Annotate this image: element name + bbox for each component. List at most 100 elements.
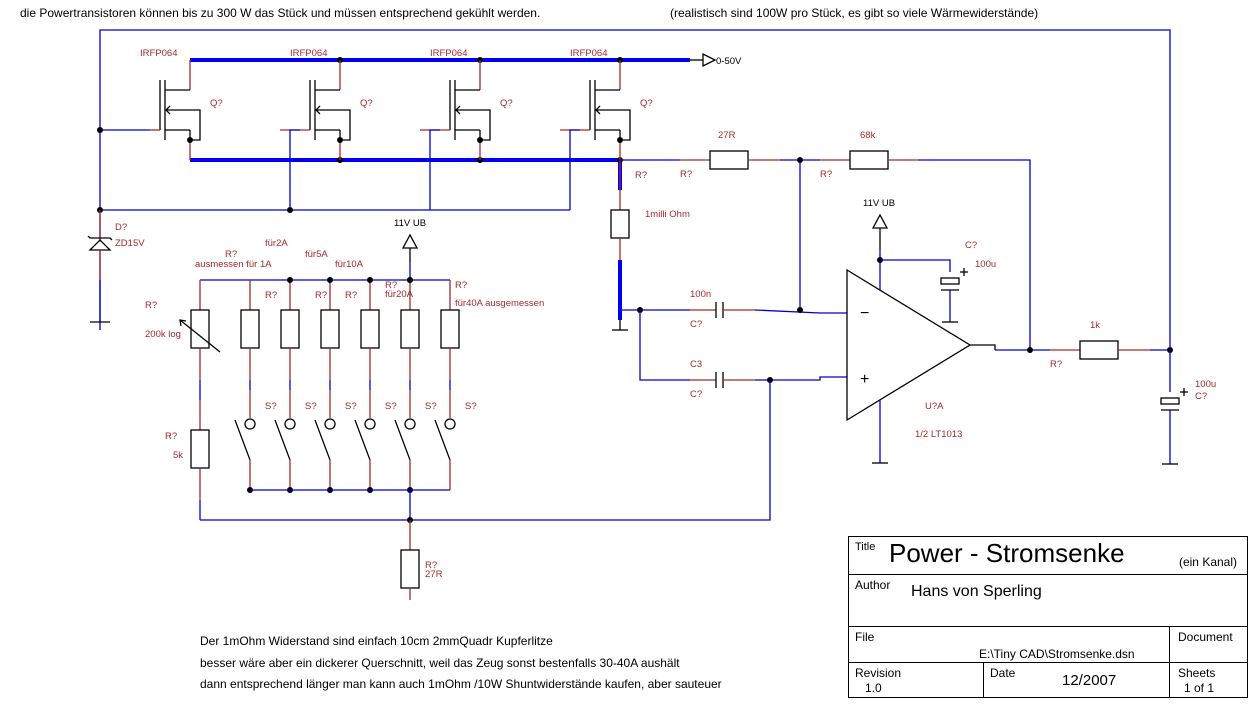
- svg-text:R?: R?: [680, 169, 692, 180]
- author-row: Author Hans von Sperling: [849, 575, 1247, 627]
- svg-text:11V UB: 11V UB: [863, 198, 895, 209]
- output-filter: 1k R? 100u C?: [1050, 320, 1216, 465]
- range-resistor-note: für40A ausgemessen: [455, 298, 544, 309]
- switch-lever[interactable]: [394, 419, 411, 461]
- range-network: 11V UB S?R?ausmessen für 1AS?R?für2AS?R?…: [145, 218, 544, 600]
- range-branch: S? R? für5A: [305, 249, 357, 493]
- svg-text:R?: R?: [820, 169, 832, 180]
- zener-ref: D?: [115, 222, 127, 233]
- transistor-ref: Q?: [210, 98, 223, 109]
- svg-text:R?: R?: [635, 170, 647, 181]
- range-resistor-ref: R?: [345, 290, 357, 301]
- transistor-ref: Q?: [640, 98, 653, 109]
- drain-bus: 0-50V: [190, 52, 742, 68]
- range-resistor-note: für2A: [265, 238, 288, 249]
- outer-loop-wire: [99, 29, 1171, 350]
- range-branch: S?R?ausmessen für 1A: [195, 249, 277, 493]
- range-branch: S? R? für2A: [265, 238, 317, 493]
- svg-text:C?: C?: [690, 319, 702, 330]
- switch-lever[interactable]: [274, 419, 291, 461]
- note-power-rating: die Powertransistoren können bis zu 300 …: [20, 6, 541, 20]
- switch-ref: S?: [465, 401, 477, 412]
- pot-value: 200k log: [145, 329, 181, 340]
- note-shunt-2: besser wäre aber ein dickerer Querschnit…: [200, 656, 680, 670]
- transistor-part: IRFP064: [140, 48, 178, 59]
- date-value: 12/2007: [1062, 672, 1117, 689]
- svg-text:1k: 1k: [1090, 320, 1100, 331]
- switch-lever[interactable]: [354, 419, 371, 461]
- switch-ref: S?: [305, 401, 317, 412]
- revision-row: Revision 1.0 Date 12/2007 Sheets 1 of 1: [849, 663, 1247, 697]
- transistor-ref: Q?: [360, 98, 373, 109]
- range-resistor-ref: R?: [225, 249, 237, 260]
- shunt-value: 1milli Ohm: [645, 209, 690, 220]
- output-port-icon: [702, 52, 717, 68]
- zener-diode-icon: [88, 239, 112, 251]
- author-text: Hans von Sperling: [911, 583, 1042, 600]
- opamp: − + 11V UB C? 100u U?A 1/2 LT1013: [846, 198, 1050, 464]
- transistor-part: IRFP064: [430, 48, 468, 59]
- svg-text:−: −: [860, 305, 869, 322]
- svg-text:R?: R?: [145, 300, 157, 311]
- switch-contact-icon: [284, 418, 296, 430]
- output-port-label: 0-50V: [716, 56, 742, 67]
- range-branch: S? R? für40A ausgemessen: [434, 280, 544, 490]
- svg-text:100u: 100u: [975, 259, 996, 270]
- range-resistor-note: ausmessen für 1A: [195, 259, 272, 270]
- svg-text:27R: 27R: [718, 130, 736, 141]
- switch-contact-icon: [444, 418, 456, 430]
- svg-text:5k: 5k: [173, 450, 183, 461]
- switch-contact-icon: [364, 418, 376, 430]
- note-realistic-rating: (realistisch sind 100W pro Stück, es gib…: [670, 6, 1039, 20]
- svg-text:C?: C?: [1195, 391, 1207, 402]
- svg-text:+: +: [860, 371, 869, 388]
- feedback-resistors: 27R R? 68k R?: [620, 130, 1031, 350]
- switch-ref: S?: [385, 401, 397, 412]
- subtitle-text: (ein Kanal): [1178, 555, 1237, 569]
- svg-text:C3: C3: [690, 359, 702, 370]
- note-shunt-1: Der 1mOhm Widerstand sind einfach 10cm 2…: [200, 634, 553, 648]
- svg-text:R?: R?: [1050, 359, 1062, 370]
- file-row: File E:\Tiny CAD\Stromsenke.dsn Document: [849, 627, 1247, 663]
- supply-arrow-icon-2: [401, 233, 419, 249]
- zener-value: ZD15V: [115, 238, 145, 249]
- switch-lever[interactable]: [434, 419, 451, 461]
- opamp-ref: U?A: [925, 401, 944, 412]
- range-resistor-ref: R?: [455, 280, 467, 291]
- switch-ref: S?: [345, 401, 357, 412]
- switch-ref: S?: [425, 401, 437, 412]
- switch-contact-icon: [404, 418, 416, 430]
- svg-text:C?: C?: [965, 240, 977, 251]
- shunt-resistor: R? 1milli Ohm: [610, 160, 690, 331]
- svg-text:68k: 68k: [860, 130, 876, 141]
- source-bus: [190, 157, 623, 190]
- svg-text:100u: 100u: [1195, 379, 1216, 390]
- svg-text:C?: C?: [690, 389, 702, 400]
- svg-text:R?: R?: [425, 560, 437, 571]
- transistor-ref: Q?: [500, 98, 513, 109]
- svg-text:27R: 27R: [425, 569, 443, 580]
- revision-value: 1.0: [865, 681, 882, 695]
- range-branch: S?R?für20A: [385, 277, 437, 493]
- note-shunt-3: dann entsprechend länger man kann auch 1…: [200, 677, 722, 691]
- switch-lever[interactable]: [314, 419, 331, 461]
- title-label: Title: [855, 541, 876, 553]
- zener-diode: D? ZD15V: [87, 210, 145, 323]
- transistor-part: IRFP064: [570, 48, 608, 59]
- transistor-part: IRFP064: [290, 48, 328, 59]
- range-resistor-ref: R?: [385, 280, 397, 291]
- input-capacitors: 100n C? C3 C?: [200, 289, 847, 521]
- range-resistor-ref: R?: [265, 290, 277, 301]
- range-resistor-ref: R?: [315, 290, 327, 301]
- range-branch: S? R? für10A: [335, 259, 397, 493]
- switch-contact-icon: [324, 418, 336, 430]
- sheets-value: 1 of 1: [1184, 681, 1215, 695]
- switch-lever[interactable]: [234, 419, 251, 461]
- range-resistor-note: für10A: [335, 259, 364, 270]
- range-resistor-note: für5A: [305, 249, 328, 260]
